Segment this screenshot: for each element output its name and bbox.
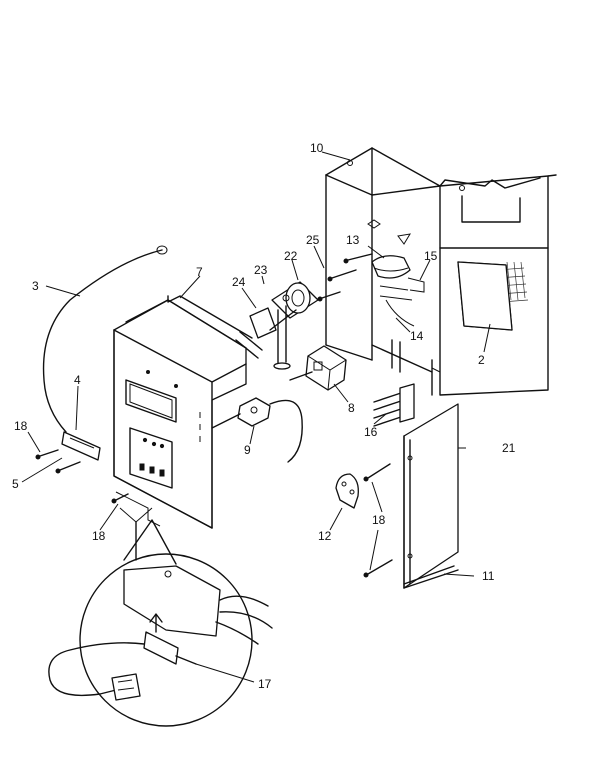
callout-4: 4: [74, 373, 81, 387]
callout-10: 10: [310, 141, 324, 155]
motor-assembly-22-24: [235, 281, 319, 370]
detail-magnifier: [48, 507, 273, 727]
callout-labels: 3 4 18 5 18 7 10 25 22 23 24 13 15 14 2 …: [12, 141, 516, 691]
callout-5: 5: [12, 477, 19, 491]
part-8-switch: [289, 345, 347, 391]
callout-7: 7: [196, 265, 203, 279]
callout-17: 17: [258, 677, 272, 691]
callout-16: 16: [364, 425, 378, 439]
callout-11: 11: [482, 569, 495, 583]
callout-23: 23: [254, 263, 268, 277]
callout-13: 13: [346, 233, 360, 247]
callout-18-bottom: 18: [92, 529, 106, 543]
callout-15: 15: [424, 249, 438, 263]
ground-wire-3: [42, 245, 168, 433]
screws-18: [35, 253, 393, 578]
callout-8: 8: [348, 401, 355, 415]
part-9-bracket: [211, 397, 303, 463]
cabinet-liner-10: [325, 147, 557, 396]
callout-12: 12: [318, 529, 332, 543]
callout-18-left: 18: [14, 419, 28, 433]
part-13-module: [371, 255, 415, 327]
cover-panel-21-11: [403, 403, 459, 589]
callout-14: 14: [410, 329, 424, 343]
filter-screen-2: [457, 261, 529, 331]
callout-18-right: 18: [372, 513, 386, 527]
callout-3: 3: [32, 279, 39, 293]
control-housing-7: [113, 295, 253, 529]
part-12-bracket: [335, 473, 359, 509]
callout-9: 9: [244, 443, 251, 457]
callout-2: 2: [478, 353, 485, 367]
callout-25: 25: [306, 233, 320, 247]
callout-24: 24: [232, 275, 246, 289]
part-15-bracket: [407, 277, 425, 293]
part-16-terminal: [373, 383, 415, 427]
leader-lines: [21, 151, 491, 683]
terminal-plate-4-5: [61, 431, 101, 461]
callout-22: 22: [284, 249, 298, 263]
callout-21: 21: [502, 441, 516, 455]
